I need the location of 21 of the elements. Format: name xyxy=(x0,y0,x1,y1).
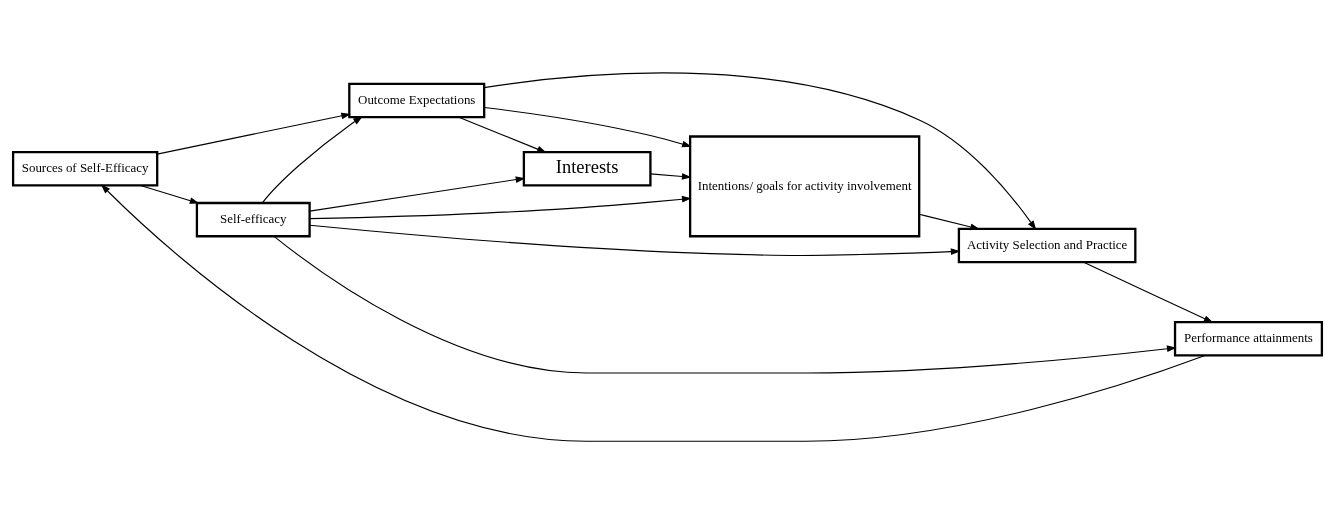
node-box: Intentions/ goals for activity involvement xyxy=(688,135,921,238)
arrow xyxy=(309,176,526,212)
arrow xyxy=(100,184,1206,442)
arrow xyxy=(458,116,547,153)
node-box: Sources of Self-Efficacy xyxy=(11,151,159,187)
node-box: Activity Selection and Practice xyxy=(957,227,1137,264)
arrow xyxy=(309,195,692,220)
arrow xyxy=(309,224,961,256)
node-box: Performance attainments xyxy=(1173,321,1324,357)
arrow xyxy=(918,213,980,231)
arrow xyxy=(156,112,351,155)
node-box: Outcome Expectations xyxy=(348,82,486,119)
node-box: Interests xyxy=(522,151,652,187)
arrow xyxy=(649,173,692,180)
arrow xyxy=(1083,261,1214,323)
arrow xyxy=(483,72,1037,231)
node-box: Self-efficacy xyxy=(195,201,311,238)
arrow xyxy=(273,235,1177,374)
arrow xyxy=(262,116,363,204)
arrow xyxy=(483,106,692,148)
arrow xyxy=(139,184,200,204)
